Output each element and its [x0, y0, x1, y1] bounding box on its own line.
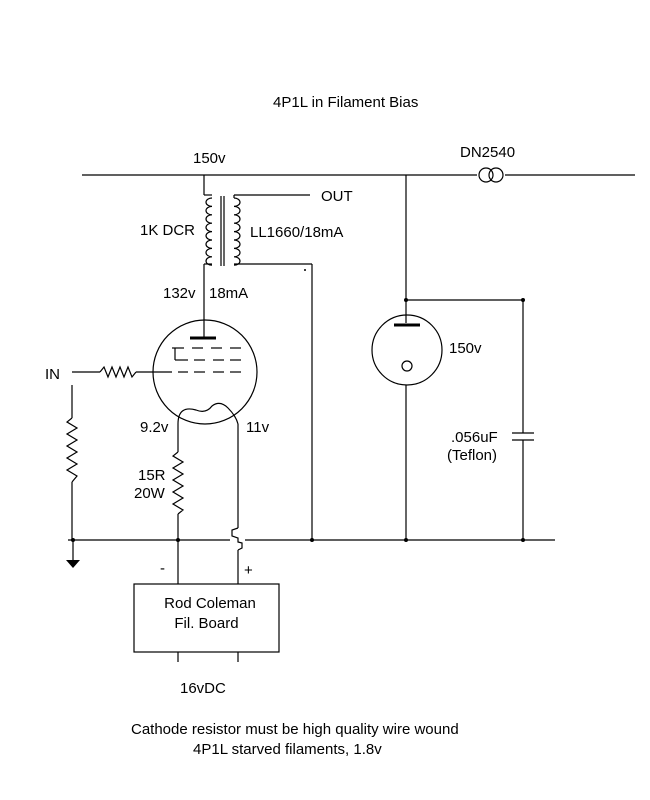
cathode-resistor: [171, 432, 185, 540]
capacitor-type-label: (Teflon): [447, 447, 498, 464]
junction-dot: [71, 538, 75, 542]
capacitor-value-label: .056uF: [451, 429, 498, 446]
cathode-resistor-power-label: 20W: [134, 485, 165, 502]
grid-leak-resistor: [65, 385, 79, 540]
note-line-1: Cathode resistor must be high quality wi…: [131, 721, 459, 738]
teflon-capacitor: [512, 300, 534, 540]
cathode-resistor-value-label: 15R: [138, 467, 166, 484]
dcr-label: 1K DCR: [140, 222, 196, 239]
output-label: OUT: [321, 188, 353, 205]
transformer-label: LL1660/18mA: [250, 224, 344, 241]
filament-board-type: Fil. Board: [174, 615, 239, 632]
diagram-title: 4P1L in Filament Bias: [273, 94, 419, 111]
filament-plus-wire: [231, 432, 243, 584]
supply-voltage-label: 16vDC: [180, 680, 226, 697]
junction-dot: [310, 538, 314, 542]
minus-terminal-label: -: [160, 560, 165, 577]
plus-terminal-label: +: [244, 562, 253, 579]
filament-right-voltage-label: 11v: [246, 419, 270, 436]
plate-current-label: 18mA: [209, 285, 249, 302]
dn2540-symbol: [478, 167, 504, 183]
filament-board-box: [133, 583, 280, 653]
input-label: IN: [45, 366, 60, 383]
ground-icon: [66, 540, 80, 568]
output-transformer: [203, 175, 312, 335]
grid-stopper-resistor: [72, 365, 154, 379]
filament-board-name: Rod Coleman: [164, 595, 256, 612]
vr-tube-150v: [371, 175, 523, 540]
filament-left-voltage-label: 9.2v: [140, 419, 169, 436]
note-line-2: 4P1L starved filaments, 1.8v: [193, 741, 382, 758]
vr-tube-label: 150v: [449, 340, 482, 357]
plate-voltage-label: 132v: [163, 285, 196, 302]
triode-4p1l: [152, 319, 258, 432]
regulator-label: DN2540: [460, 144, 516, 161]
b-plus-label: 150v: [193, 150, 226, 167]
